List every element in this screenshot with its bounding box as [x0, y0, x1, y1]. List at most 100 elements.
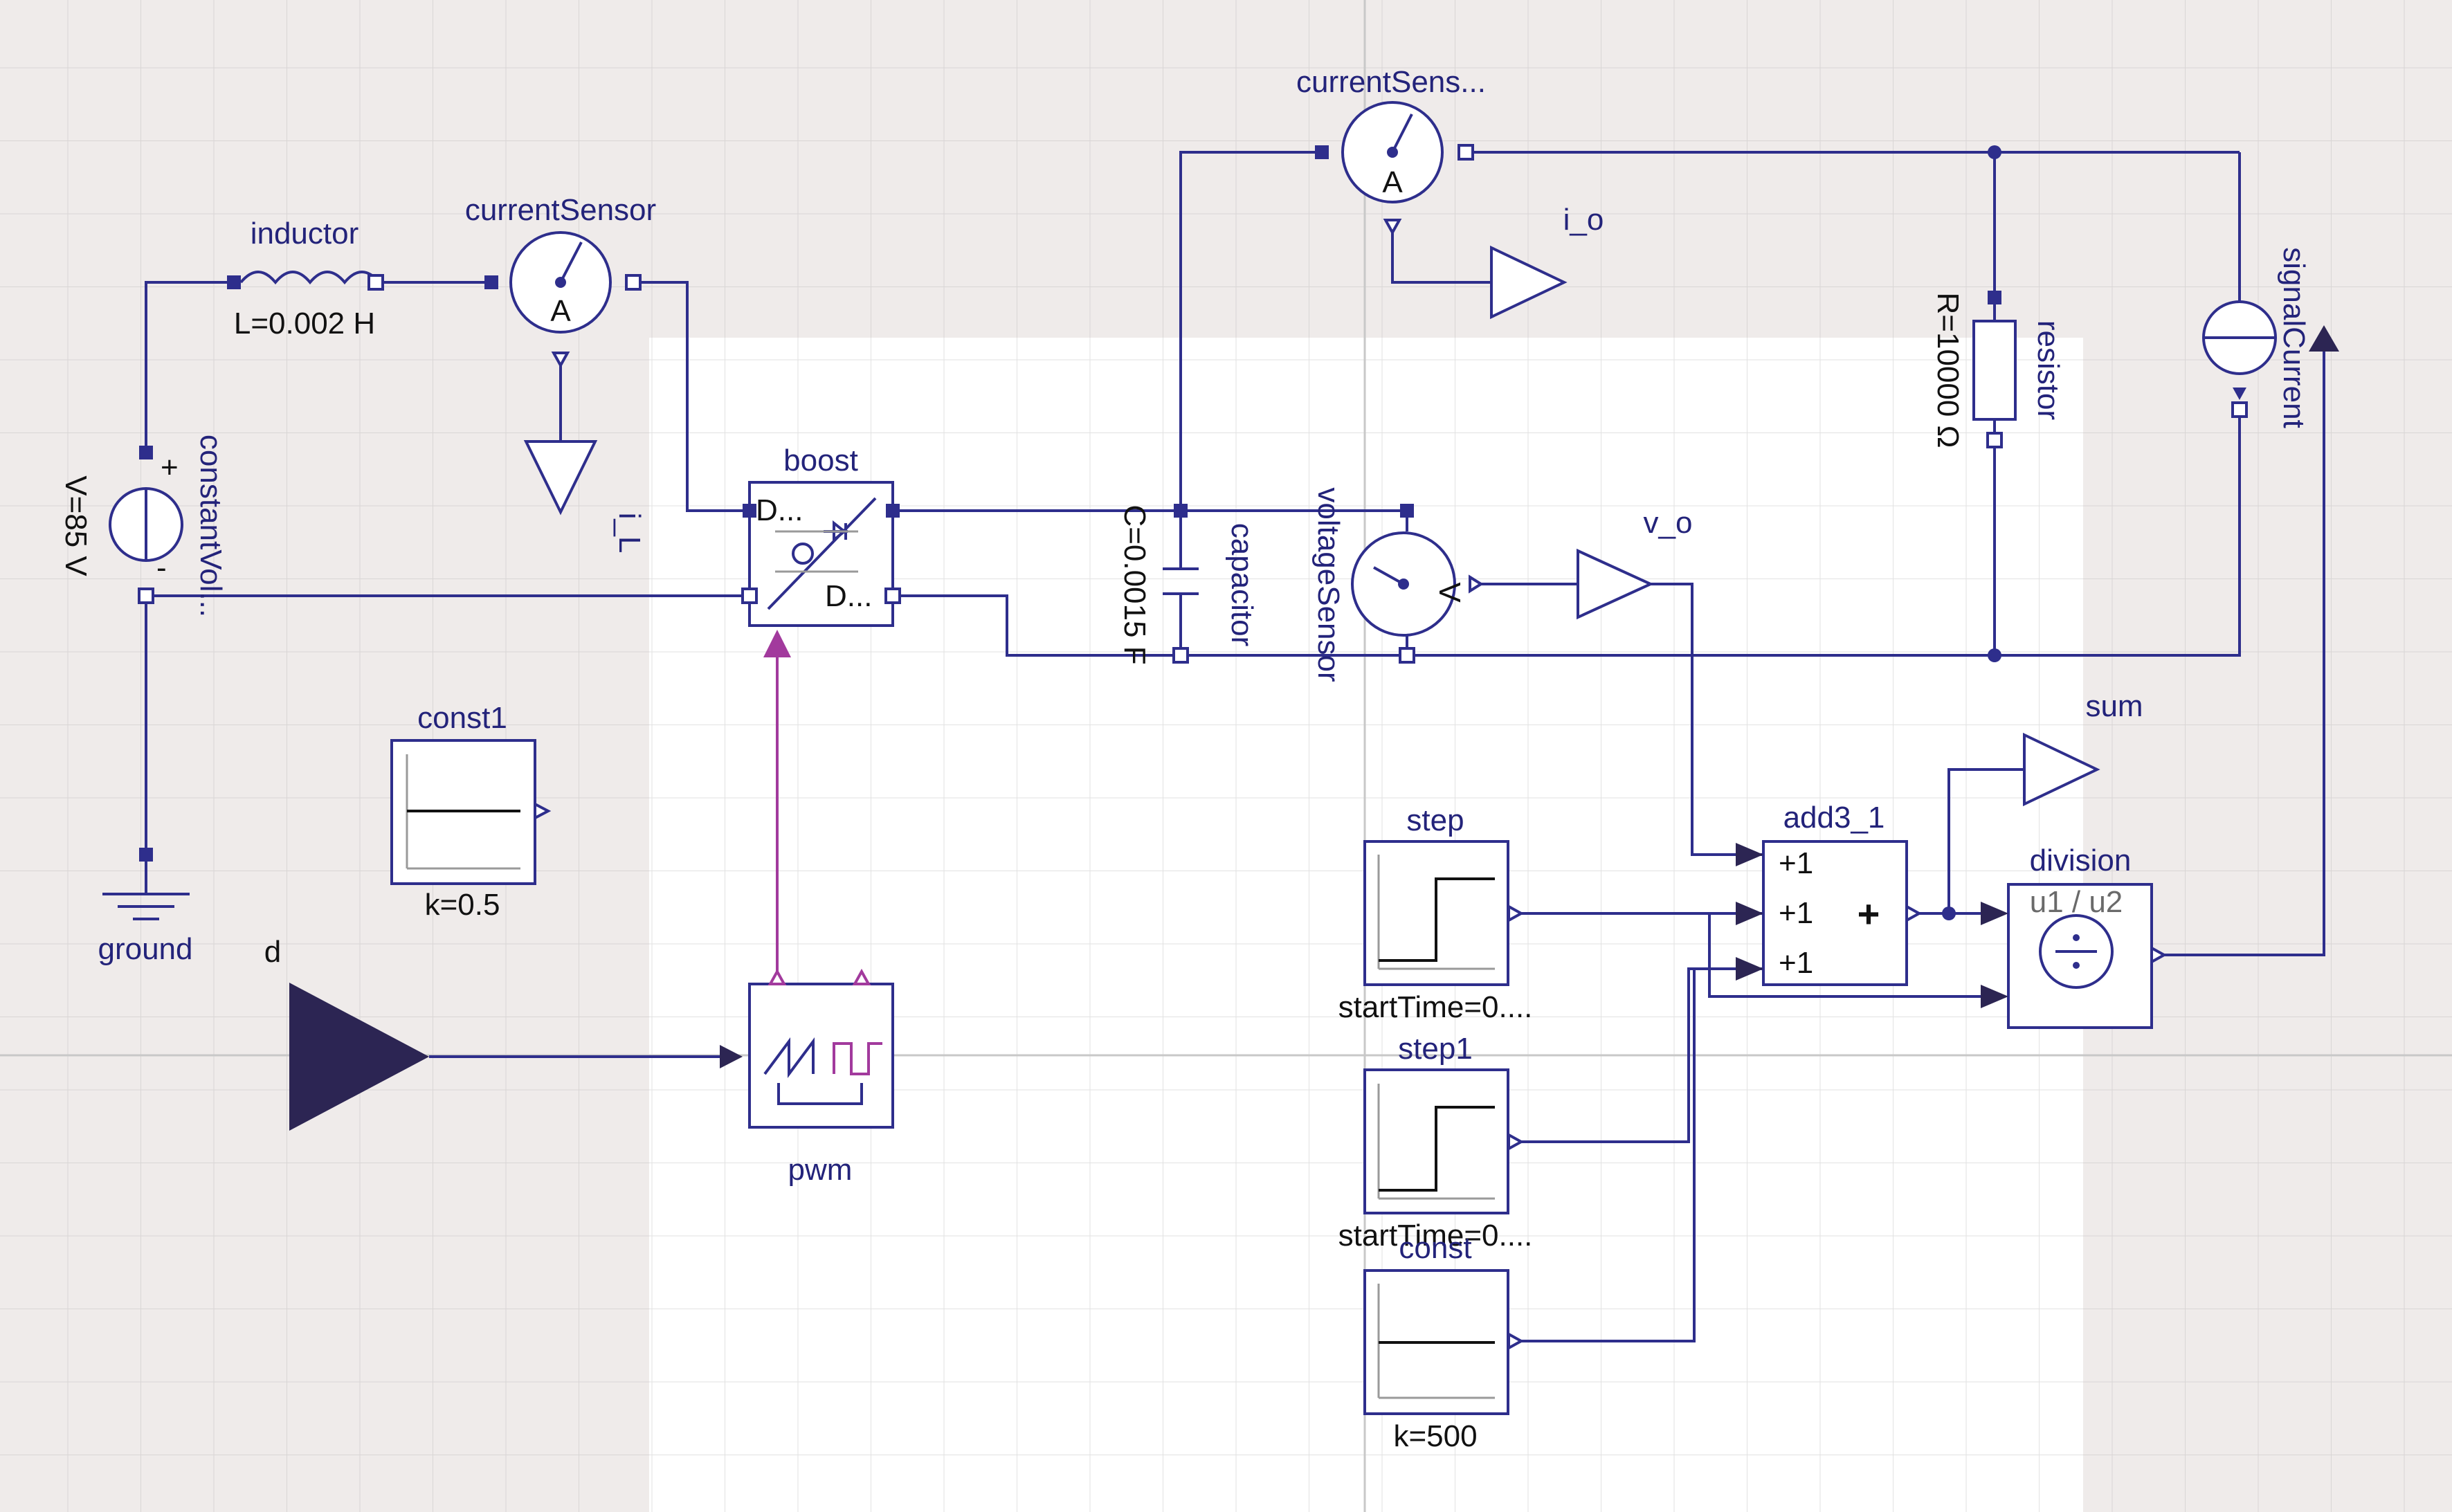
division-out-port[interactable] — [2150, 945, 2168, 965]
inductor-pin-n[interactable] — [367, 274, 384, 291]
step[interactable]: step startTime=0.... — [1338, 803, 1533, 1024]
current-sensor-2-out-port[interactable] — [1383, 219, 1402, 236]
signal-current-arrow — [2233, 388, 2246, 400]
current-sensor-2-needle — [1391, 113, 1413, 153]
current-sensor-pin-p[interactable] — [484, 275, 498, 289]
step-out-port[interactable] — [1507, 904, 1525, 923]
const1[interactable]: const1 k=0.5 — [390, 701, 552, 922]
pwm[interactable]: pwm — [720, 968, 894, 1187]
division[interactable]: u1 / u2 division — [1981, 844, 2168, 1029]
add3-in3-port[interactable] — [1736, 957, 1763, 981]
division-in2-port[interactable] — [1981, 985, 2008, 1008]
signal-d[interactable]: d — [264, 935, 429, 1131]
capacitor-pin-n[interactable] — [1172, 647, 1189, 664]
ground[interactable]: ground — [98, 848, 193, 966]
constant-voltage-name: constantVol... — [194, 435, 228, 617]
boost-port-bottom: D... — [825, 579, 872, 613]
inductor[interactable]: inductor L=0.002 H — [227, 217, 384, 340]
inductor-coil — [239, 271, 381, 285]
capacitor-pin-p[interactable] — [1174, 504, 1188, 518]
boost-diagonal — [767, 497, 877, 610]
wire-v-o-to-adder[interactable] — [1651, 583, 1763, 856]
signal-sum[interactable]: sum — [2023, 689, 2143, 807]
pwm-square-icon — [833, 1042, 882, 1075]
boost-pin-dc-n2[interactable] — [884, 588, 901, 604]
capacitor[interactable]: capacitor C=0.0015 F — [1118, 504, 1259, 665]
sum-label: sum — [2085, 689, 2143, 723]
voltage-sensor-out-port[interactable] — [1469, 574, 1484, 594]
d-input-icon — [289, 983, 429, 1131]
wire-boost-negative-rail[interactable] — [893, 410, 2241, 657]
pwm-bracket-icon — [777, 1083, 863, 1105]
d-label: d — [264, 935, 281, 969]
current-sensor-pin-n[interactable] — [625, 274, 642, 291]
wire-const-to-adder[interactable] — [1509, 969, 1696, 1342]
inductor-name: inductor — [251, 217, 359, 251]
capacitor-param: C=0.0015 F — [1118, 504, 1152, 664]
pwm-duty-port[interactable] — [720, 1045, 743, 1068]
wires — [145, 151, 2325, 1342]
voltage-sensor-pin-n[interactable] — [1399, 647, 1415, 664]
wire-source-to-inductor[interactable] — [145, 281, 234, 453]
wire-vo-to-division[interactable] — [1708, 913, 1985, 998]
const1-out-port[interactable] — [534, 801, 552, 821]
signal-current[interactable]: signalCurrent — [2202, 247, 2339, 428]
signal-v-o[interactable]: v_o — [1577, 506, 1692, 620]
add3[interactable]: +1 +1 +1 + add3_1 — [1736, 801, 1923, 986]
pwm-name: pwm — [788, 1153, 853, 1187]
resistor-pin-n[interactable] — [1986, 432, 2003, 448]
current-sensor-2[interactable]: A currentSens... — [1296, 65, 1486, 236]
resistor-body — [1972, 320, 2017, 421]
current-sensor-out-port[interactable] — [551, 352, 570, 369]
constant-voltage[interactable]: + - constantVol... V=85 V — [59, 435, 228, 617]
wire-division-to-signal-current[interactable] — [2163, 352, 2325, 956]
add3-in2-port[interactable] — [1736, 902, 1763, 925]
current-sensor[interactable]: A currentSensor — [465, 193, 656, 369]
resistor-name: resistor — [2031, 320, 2065, 420]
ground-pin[interactable] — [139, 848, 153, 862]
const[interactable]: const k=500 — [1363, 1231, 1525, 1453]
add3-op: + — [1858, 892, 1880, 936]
step1[interactable]: step1 startTime=0.... — [1338, 1032, 1533, 1253]
const-name: const — [1399, 1231, 1471, 1265]
current-sensor-2-pin-p[interactable] — [1315, 145, 1329, 159]
signal-current-input-port[interactable] — [2309, 325, 2339, 352]
step-name: step — [1406, 803, 1464, 837]
resistor[interactable]: resistor R=10000 Ω — [1931, 291, 2065, 448]
wire-adder-to-sum[interactable] — [1947, 768, 2024, 913]
boost-pin-dc-p2[interactable] — [886, 504, 900, 518]
add3-in1-port[interactable] — [1736, 843, 1763, 866]
division-dot-top — [2073, 934, 2080, 941]
signal-i-l[interactable]: i_L — [523, 440, 646, 553]
const1-name: const1 — [417, 701, 507, 735]
voltage-sensor[interactable]: V voltageSensor — [1311, 487, 1484, 682]
current-sensor-2-pin-n[interactable] — [1457, 144, 1474, 161]
pwm-not-fire-port[interactable] — [852, 968, 871, 985]
add3-out-port[interactable] — [1905, 904, 1923, 923]
step1-trace — [1379, 1106, 1495, 1192]
wire-cap-to-top-sensor[interactable] — [1179, 151, 1322, 511]
boost-pin-dc-n1[interactable] — [741, 588, 758, 604]
signal-current-pin-n[interactable] — [2231, 401, 2248, 418]
division-in1-port[interactable] — [1981, 902, 2008, 925]
step1-out-port[interactable] — [1507, 1132, 1525, 1151]
voltage-sensor-pin-p[interactable] — [1400, 504, 1414, 518]
constant-voltage-pin-p[interactable] — [139, 446, 153, 459]
pwm-fire-port[interactable] — [768, 968, 787, 985]
boost-pin-dc-p1[interactable] — [743, 504, 756, 518]
signal-current-name: signalCurrent — [2277, 247, 2311, 428]
boost-fire-port[interactable] — [763, 630, 791, 657]
wire-step1-to-adder[interactable] — [1509, 967, 1763, 1143]
constant-voltage-pin-n[interactable] — [138, 588, 154, 604]
wire-sensor-to-boost[interactable] — [633, 281, 750, 512]
const-out-port[interactable] — [1507, 1331, 1525, 1351]
division-name: division — [2030, 844, 2132, 877]
wire-i-o[interactable] — [1391, 228, 1491, 284]
boost[interactable]: D... D... boost — [741, 444, 901, 657]
resistor-pin-p[interactable] — [1988, 291, 2001, 304]
i-o-label: i_o — [1563, 203, 1604, 237]
inductor-pin-p[interactable] — [227, 275, 241, 289]
signal-i-o[interactable]: i_o — [1490, 203, 1604, 320]
resistor-param: R=10000 Ω — [1931, 293, 1965, 448]
